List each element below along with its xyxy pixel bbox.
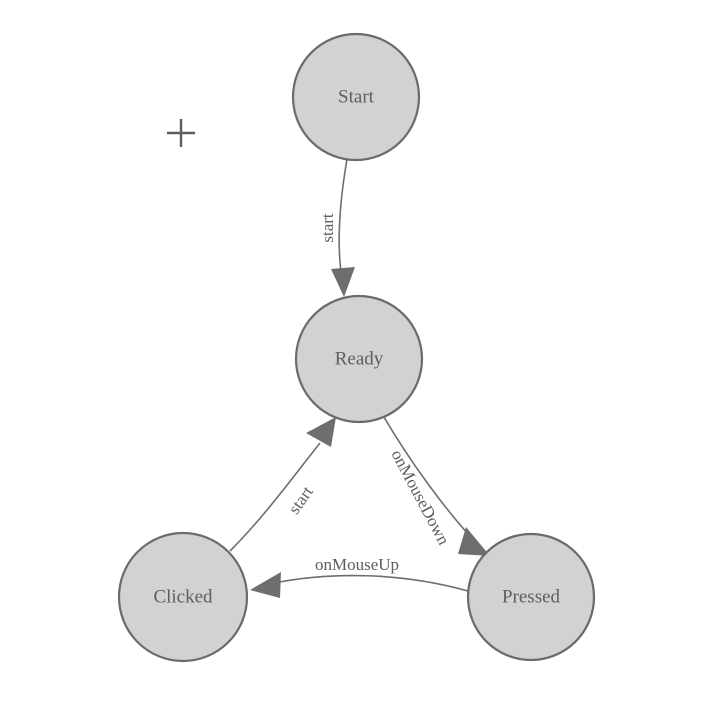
edge-label-pressed-to-clicked: onMouseUp [315,555,399,574]
node-clicked[interactable]: Clicked [117,531,249,663]
node-start[interactable]: Start [291,32,421,162]
edge-path [229,442,321,552]
edge-path [273,574,469,592]
arrowhead-icon [250,572,281,598]
node-label-start: Start [338,86,375,107]
node-label-ready: Ready [335,348,384,369]
node-pressed[interactable]: Pressed [466,532,596,662]
edge-label-ready-to-pressed: onMouseDown [387,447,453,549]
edge-path [338,158,348,273]
arrowhead-icon [331,267,355,297]
edge-label-start-to-ready: start [318,213,337,243]
edge-pressed-to-clicked[interactable]: onMouseUp [250,555,469,598]
edge-start-to-ready[interactable]: start [318,158,355,297]
node-shape [117,531,249,663]
node-shape [291,32,421,162]
node-label-pressed: Pressed [502,586,561,607]
edge-ready-to-pressed[interactable]: onMouseDown [380,411,490,556]
node-shape [294,294,424,424]
arrowhead-icon [458,527,490,556]
node-ready[interactable]: Ready [294,294,424,424]
edge-label-clicked-to-ready: start [285,482,318,517]
edge-clicked-to-ready[interactable]: start [229,417,336,552]
node-label-clicked: Clicked [153,586,213,607]
arrowhead-icon [306,417,336,447]
crosshair-icon [167,119,195,147]
node-shape [466,532,596,662]
